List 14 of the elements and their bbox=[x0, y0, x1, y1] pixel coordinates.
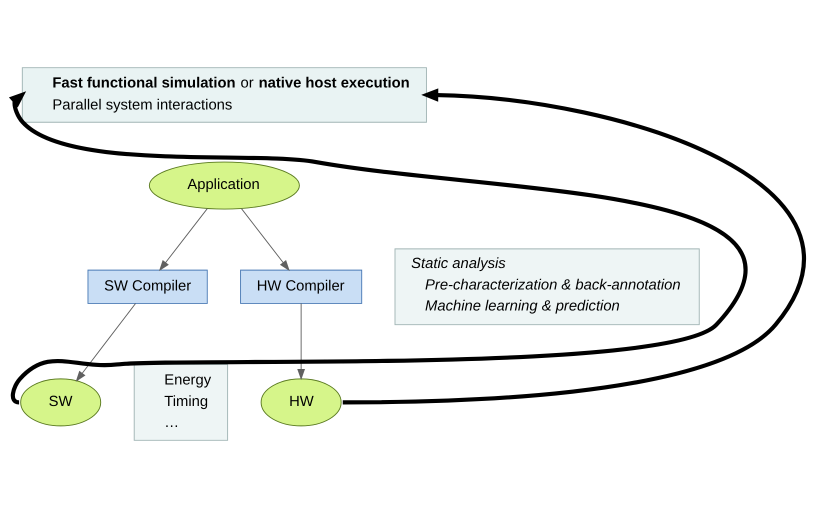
node-box: HW Compiler bbox=[240, 270, 362, 304]
node-box: SW Compiler bbox=[88, 270, 208, 304]
node-box: Energy Timing … bbox=[134, 364, 228, 441]
node-ellipse: Application bbox=[148, 162, 300, 210]
node-box: Fast functional simulation or native host execution Parallel system interactions bbox=[22, 67, 427, 123]
arrow bbox=[240, 208, 290, 272]
node-box: Static analysis Pre-characterization & back-annotation Machine learning & prediction bbox=[394, 248, 700, 326]
arrow bbox=[297, 303, 306, 380]
arrow bbox=[8, 91, 747, 404]
arrow bbox=[342, 88, 806, 404]
arrow bbox=[76, 303, 136, 382]
node-ellipse: HW bbox=[260, 378, 342, 426]
arrow bbox=[158, 208, 208, 272]
node-ellipse: SW bbox=[20, 378, 102, 426]
